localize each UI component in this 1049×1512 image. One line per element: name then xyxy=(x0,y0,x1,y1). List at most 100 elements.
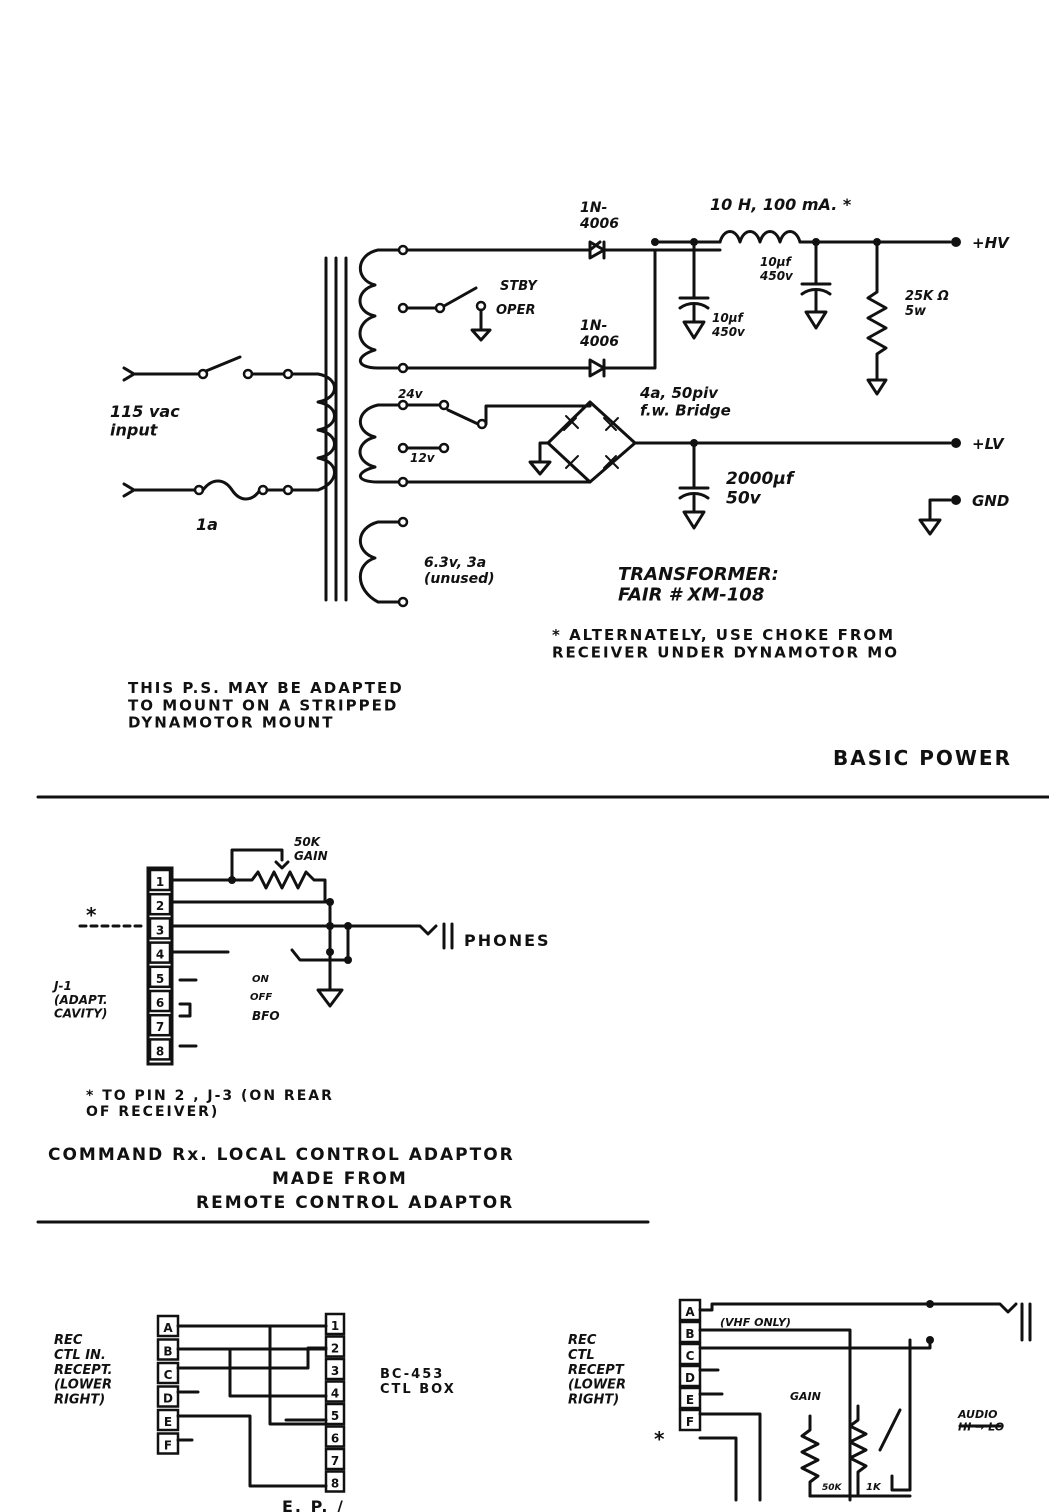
adaptor-title-1: COMMAND Rx. LOCAL CONTROL ADAPTOR xyxy=(48,1145,515,1165)
left-rec-pin-box xyxy=(156,1432,180,1455)
j1-pin-label: 4 xyxy=(156,948,164,962)
bc453-pin-label: 8 xyxy=(331,1477,339,1491)
adaptor-title-2: MADE FROM xyxy=(272,1169,408,1189)
right-rec-pin-label: A xyxy=(685,1305,695,1319)
bc453-pin-label: 4 xyxy=(331,1387,339,1401)
j1-pin-label: 2 xyxy=(156,899,164,913)
j1-connector xyxy=(146,866,174,1066)
bc453-pin-box xyxy=(324,1402,346,1426)
right-rec-pin-box xyxy=(678,1342,702,1366)
transformer-core xyxy=(324,256,348,602)
bfo-label: BFO xyxy=(252,1009,280,1023)
gnd-label: GND xyxy=(972,492,1009,510)
right-rec-pin-label: F xyxy=(686,1415,694,1429)
bleeder-resistor-icon xyxy=(866,240,888,396)
right-rec-pin-label: C xyxy=(686,1349,695,1363)
j1-pin-box xyxy=(148,892,172,916)
gnd-icon xyxy=(918,498,952,536)
winding-12v-label: 12v xyxy=(410,451,436,465)
right-rec-pin-box xyxy=(678,1320,702,1344)
j1-pin-label: 3 xyxy=(156,923,164,937)
left-rec-pin-box xyxy=(156,1385,180,1408)
left-rec-pin-label: B xyxy=(163,1345,172,1359)
j1-pin-label: 5 xyxy=(156,972,164,986)
left-rec-pin-label: C xyxy=(164,1368,173,1382)
phones-label: PHONES xyxy=(464,931,551,950)
right-rec-pin-box xyxy=(678,1364,702,1388)
load-resistor-icon xyxy=(848,1404,868,1496)
choke-icon xyxy=(718,230,802,244)
transformer-label: TRANSFORMER:FAIR # XM-108 xyxy=(618,564,779,606)
left-rec-pin-label: F xyxy=(164,1439,172,1453)
choke-label: 10 H, 100 mA. * xyxy=(710,195,852,214)
right-rec-pin-box xyxy=(678,1386,702,1410)
bc453-pin-label: 7 xyxy=(331,1454,339,1468)
j1-pin-box xyxy=(148,965,172,989)
right-rec-pin-box xyxy=(678,1408,702,1432)
right-rec-pin-label: D xyxy=(685,1371,695,1385)
left-rec-pin-box xyxy=(156,1361,180,1385)
jack-label: J-1(ADAPT.CAVITY) xyxy=(52,979,108,1021)
j1-pin-box xyxy=(148,1013,172,1037)
gain-resistor-icon xyxy=(800,1414,820,1498)
adaptor-title-3: REMOTE CONTROL ADAPTOR xyxy=(196,1193,514,1213)
fuse-icon xyxy=(201,479,262,501)
oper-label: OPER xyxy=(496,303,535,318)
j1-pin-label: 1 xyxy=(156,875,164,889)
fuse-label: 1a xyxy=(196,515,218,534)
left-rec-pin-label: A xyxy=(163,1321,173,1335)
off-label: OFF xyxy=(250,992,272,1003)
bridge-rectifier-icon xyxy=(546,400,637,484)
lv-label: +LV xyxy=(972,435,1005,453)
bc453-pin-box xyxy=(324,1312,346,1336)
diode-top-label: 1N-4006 xyxy=(579,200,619,232)
bc453-pin-box xyxy=(324,1380,346,1403)
bc453-pin-box xyxy=(324,1470,346,1493)
ps-title: BASIC POWER xyxy=(833,746,1012,770)
j1-pin-box xyxy=(148,868,172,892)
hv-secondary-coil-icon xyxy=(358,248,402,370)
j1-pin-box xyxy=(148,917,172,940)
left-rec-pin-box xyxy=(156,1408,180,1432)
right-gain-label: GAIN xyxy=(790,1390,821,1403)
right-rec-pin-label: E xyxy=(686,1393,694,1407)
lv-cap-icon xyxy=(678,441,710,530)
diode-bottom-label: 1N-4006 xyxy=(579,318,619,350)
bc453-pin-box xyxy=(324,1425,346,1448)
bc453-pin-label: 5 xyxy=(331,1409,339,1423)
filament-label: 6.3v, 3a(unused) xyxy=(424,555,495,587)
right-star: * xyxy=(654,1427,665,1451)
filament-coil-icon xyxy=(358,520,402,604)
r1-label: 50K xyxy=(822,1483,843,1493)
bc453-pin-label: 3 xyxy=(331,1364,339,1378)
hv-label: +HV xyxy=(972,234,1010,252)
winding-24v-label: 24v xyxy=(398,387,424,401)
left-rec-pin-label: D xyxy=(163,1392,173,1406)
bc453-pin-label: 2 xyxy=(331,1342,339,1356)
r2-label: 1K xyxy=(866,1482,882,1493)
j1-pin-label: 8 xyxy=(156,1044,164,1058)
bc453-pin-box xyxy=(324,1447,346,1471)
j1-pin-label: 6 xyxy=(156,996,164,1010)
j1-pin-label: 7 xyxy=(156,1020,164,1034)
phones-jack-icon xyxy=(442,922,454,950)
j1-pin-box xyxy=(148,989,172,1013)
gain-pot-icon xyxy=(170,848,327,904)
